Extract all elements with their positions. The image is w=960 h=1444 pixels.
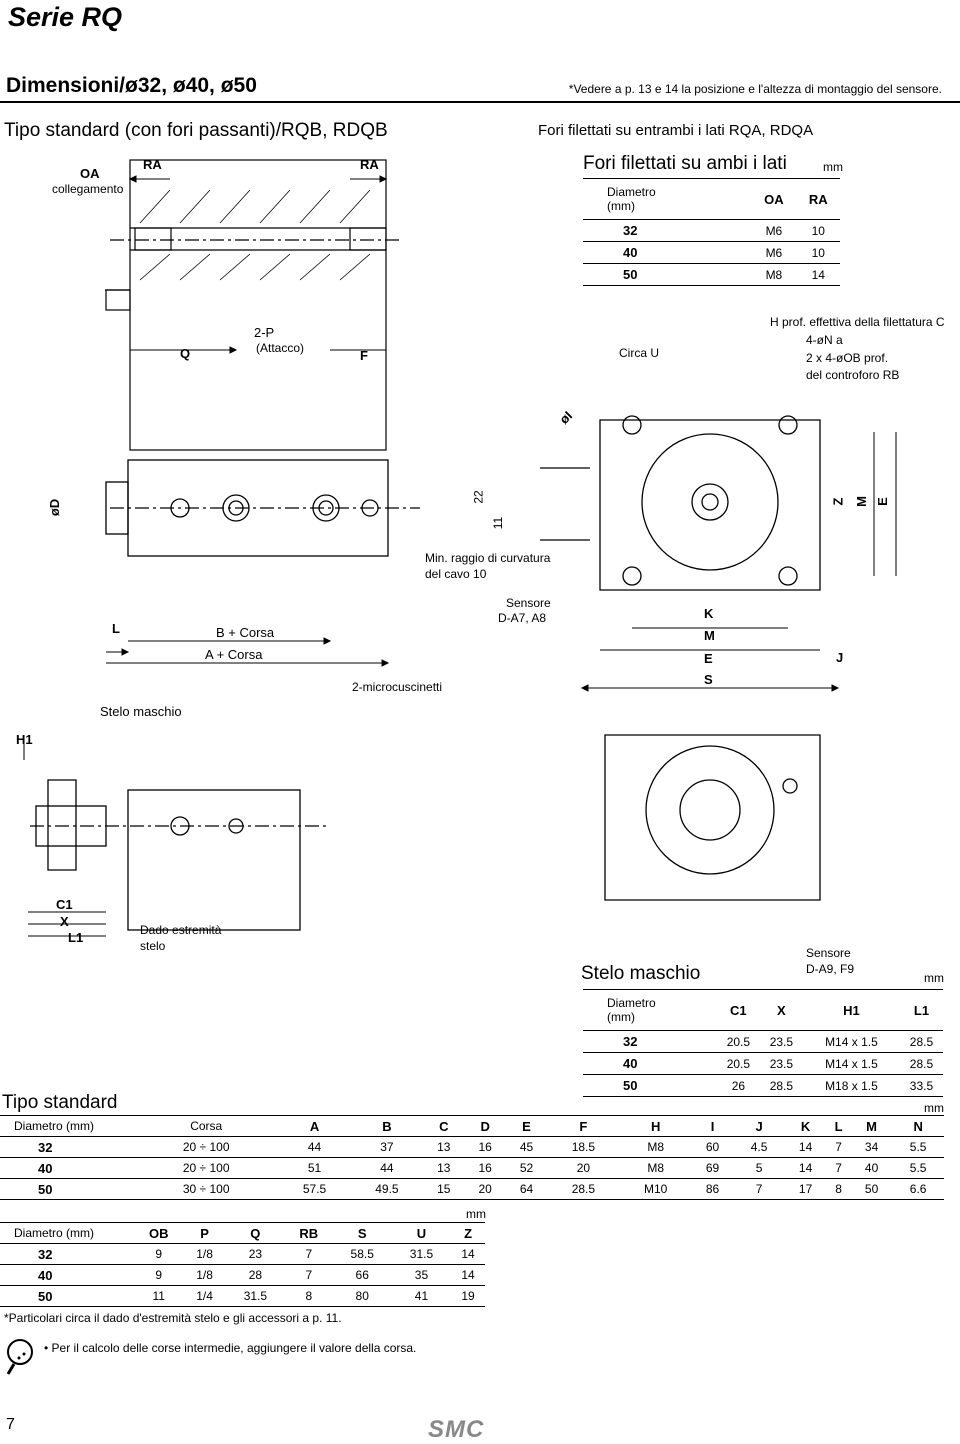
label-sensore-b-model: D-A9, F9 <box>806 962 855 976</box>
label-l: L <box>112 621 120 636</box>
label-sensore-a-model: D-A7, A8 <box>498 611 547 625</box>
rod-table-title: Stelo maschio <box>581 963 701 984</box>
label-m: M <box>853 496 869 507</box>
label-controforo: del controforo RB <box>806 368 900 382</box>
label-l1: L1 <box>68 930 84 945</box>
label-oa: OA <box>80 166 100 181</box>
section-drawing <box>105 159 400 451</box>
label-microcuscinetti: 2-microcuscinetti <box>352 680 443 694</box>
label-sensore-b: Sensore <box>806 946 851 960</box>
page-number: 7 <box>6 1416 15 1433</box>
label-e2: E <box>704 651 713 666</box>
label-ra-right: RA <box>360 157 379 172</box>
label-a-corsa: A + Corsa <box>205 647 263 662</box>
label-sensore-a: Sensore <box>506 596 551 610</box>
label-h1: H1 <box>16 732 33 747</box>
label-stelo-maschio: Stelo maschio <box>100 704 182 719</box>
label-circa-u: Circa U <box>619 346 660 360</box>
sensor-note: *Vedere a p. 13 e 14 la posizione e l'al… <box>568 82 942 96</box>
main-table: Diametro (mm) Corsa A B C D E F H I J K … <box>0 1115 944 1200</box>
dimensions-title: Dimensioni/ø32, ø40, ø50 <box>6 74 257 97</box>
subtitle-threaded: Fori filettati su entrambi i lati RQA, R… <box>538 122 814 139</box>
label-m2: M <box>704 628 715 643</box>
label-b-corsa: B + Corsa <box>216 625 275 640</box>
label-stelo: stelo <box>140 939 166 953</box>
main-table-unit: mm <box>924 1101 944 1115</box>
side-view-drawing <box>105 415 897 692</box>
label-attacco: (Attacco) <box>256 341 305 355</box>
label-j: J <box>836 650 844 665</box>
label-p: 2-P <box>254 325 275 340</box>
series-title: Serie RQ <box>8 2 123 32</box>
label-22: 22 <box>471 490 486 504</box>
label-collegamento: collegamento <box>52 182 124 196</box>
sub-table-unit: mm <box>466 1207 486 1221</box>
th-oa: OA <box>751 178 797 220</box>
subtitle-standard: Tipo standard (con fori passanti)/RQB, R… <box>4 120 388 141</box>
label-x: X <box>60 914 69 929</box>
label-c1: C1 <box>56 897 73 912</box>
label-h-prof: H prof. effettiva della filettatura C <box>770 315 945 329</box>
label-s: S <box>704 672 713 687</box>
thread-table-unit: mm <box>823 160 843 174</box>
magnifier-icon <box>6 1339 33 1375</box>
label-q: Q <box>180 346 191 361</box>
main-table-title: Tipo standard <box>2 1092 118 1113</box>
label-min-raggio: Min. raggio di curvatura <box>425 551 551 565</box>
title-divider <box>0 101 960 103</box>
label-dado: Dado estremità <box>140 923 222 937</box>
label-f: F <box>360 348 368 363</box>
label-n: 4-øN a <box>806 333 843 347</box>
label-11: 11 <box>491 516 506 530</box>
label-z: Z <box>830 497 846 506</box>
label-e: E <box>874 497 890 506</box>
th-ra: RA <box>796 178 840 220</box>
rod-end-drawing <box>23 734 821 937</box>
rod-table-unit: mm <box>924 971 944 985</box>
label-ob: 2 x 4-øOB prof. <box>806 351 889 365</box>
label-ra-left: RA <box>143 157 162 172</box>
thread-table-title: Fori filettati su ambi i lati <box>583 153 787 174</box>
label-od: øD <box>47 498 63 517</box>
label-del-cavo: del cavo 10 <box>425 567 487 581</box>
label-k: K <box>704 606 714 621</box>
th-diametro: Diametro (mm) <box>583 178 752 220</box>
footnote: *Particolari circa il dado d'estremità s… <box>4 1311 342 1325</box>
tip-text: • Per il calcolo delle corse intermedie,… <box>44 1341 417 1355</box>
brand-logo: SMC <box>428 1416 485 1443</box>
